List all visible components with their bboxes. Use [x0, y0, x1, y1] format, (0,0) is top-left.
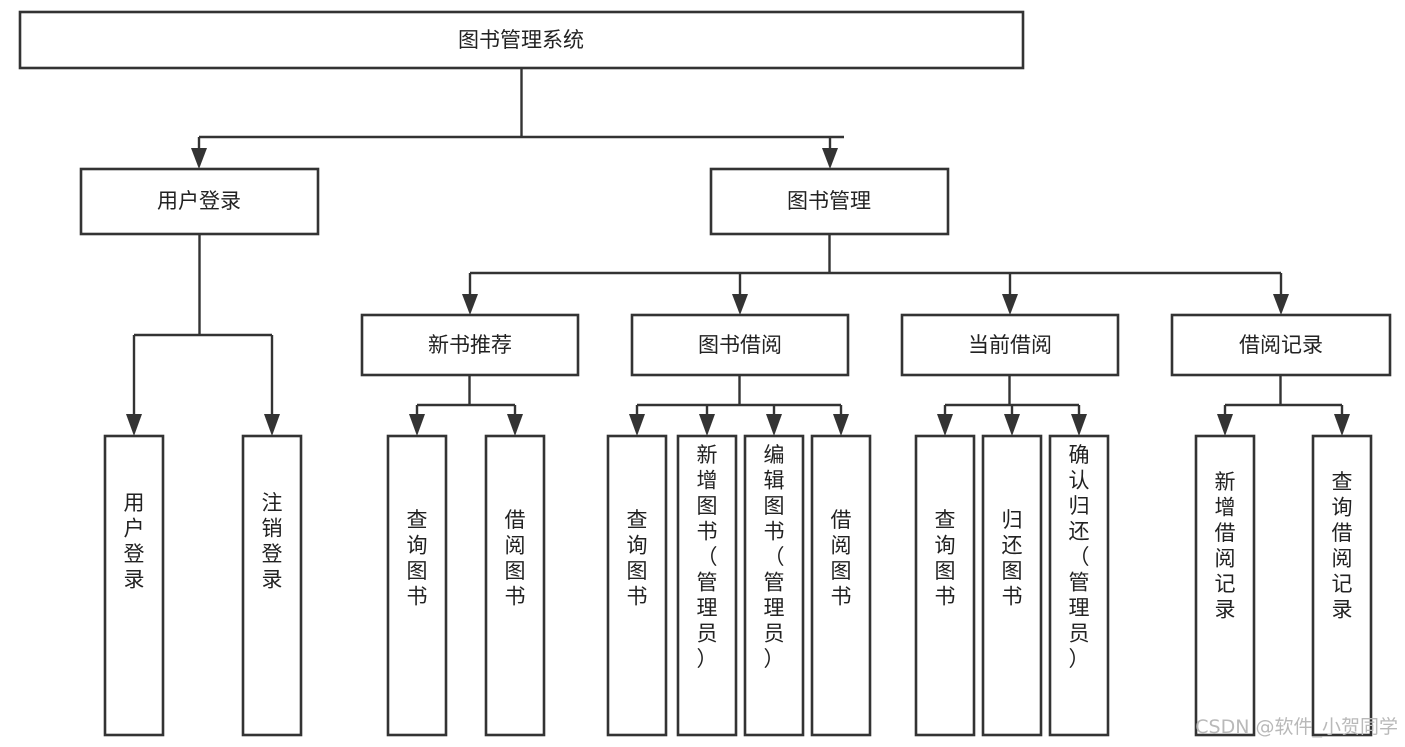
node-current-borrow-box[interactable]: [900, 313, 1120, 377]
arrow-head-book-borrow: [732, 294, 748, 315]
node-user-login-box[interactable]: [79, 167, 320, 236]
leaf-return-book[interactable]: 归还图书: [981, 434, 1043, 737]
leaf-query-book-3-label: 查询图书: [935, 508, 956, 609]
node-borrow-record-label: 借阅记录: [1239, 333, 1323, 357]
leaf-edit-book-box[interactable]: [743, 434, 805, 737]
leaf-borrow-book-1[interactable]: 借阅图书: [484, 434, 546, 737]
leaf-query-book-1-label: 查询图书: [407, 508, 428, 609]
leaf-query-record[interactable]: 查询借阅记录: [1311, 434, 1373, 737]
node-book-manage-box[interactable]: [709, 167, 950, 236]
leaf-add-record-label: 新增借阅记录: [1215, 470, 1236, 622]
csdn-watermark: CSDN @软件_小贺同学: [1195, 716, 1398, 738]
leaf-return-book-box[interactable]: [981, 434, 1043, 737]
node-current-borrow[interactable]: 当前借阅: [900, 313, 1120, 377]
arrow-head-leaf-borrow-book-1: [507, 414, 523, 436]
arrow-head-leaf-borrow-book-2: [833, 414, 849, 436]
node-book-manage-label: 图书管理: [787, 189, 871, 213]
arrow-head-book-manage: [822, 148, 838, 169]
leaf-edit-book-label: 编辑图书（管理员）: [764, 443, 785, 671]
node-book-borrow-label: 图书借阅: [698, 333, 782, 357]
leaf-query-book-1[interactable]: 查询图书: [386, 434, 448, 737]
node-new-book-rec-box[interactable]: [360, 313, 580, 377]
leaf-borrow-book-2[interactable]: 借阅图书: [810, 434, 872, 737]
leaf-borrow-book-2-box[interactable]: [810, 434, 872, 737]
leaf-logout-login-box[interactable]: [241, 434, 303, 737]
leaf-borrow-book-2-label: 借阅图书: [831, 508, 852, 609]
node-root-label: 图书管理系统: [458, 28, 584, 52]
arrow-head-leaf-add-book: [699, 414, 715, 436]
arrow-head-new-book-rec: [462, 294, 478, 315]
leaf-query-record-label: 查询借阅记录: [1332, 470, 1353, 622]
arrow-head-leaf-query-book-1: [409, 414, 425, 436]
node-user-login[interactable]: 用户登录: [79, 167, 320, 236]
arrow-head-leaf-query-record: [1334, 414, 1350, 436]
arrow-head-user-login: [191, 148, 207, 169]
leaf-borrow-book-1-box[interactable]: [484, 434, 546, 737]
leaf-query-book-3[interactable]: 查询图书: [914, 434, 976, 737]
leaf-user-login-label: 用户登录: [124, 491, 145, 592]
node-borrow-record-box[interactable]: [1170, 313, 1392, 377]
leaf-add-book-box[interactable]: [676, 434, 738, 737]
arrow-head-leaf-user-login: [126, 414, 142, 436]
arrow-head-leaf-return-book: [1004, 414, 1020, 436]
leaf-query-record-box[interactable]: [1311, 434, 1373, 737]
node-new-book-rec[interactable]: 新书推荐: [360, 313, 580, 377]
arrow-head-leaf-edit-book: [766, 414, 782, 436]
leaf-user-login-box[interactable]: [103, 434, 165, 737]
arrow-head-borrow-record: [1273, 294, 1289, 315]
node-root[interactable]: 图书管理系统: [18, 10, 1025, 70]
node-book-borrow-box[interactable]: [630, 313, 850, 377]
leaf-add-book-label: 新增图书（管理员）: [697, 443, 718, 671]
leaf-logout-login-label: 注销登录: [262, 491, 283, 592]
leaf-query-book-2[interactable]: 查询图书: [606, 434, 668, 737]
leaf-query-book-3-box[interactable]: [914, 434, 976, 737]
leaf-add-record[interactable]: 新增借阅记录: [1194, 434, 1256, 737]
node-book-borrow[interactable]: 图书借阅: [630, 313, 850, 377]
node-book-manage[interactable]: 图书管理: [709, 167, 950, 236]
node-new-book-rec-label: 新书推荐: [428, 333, 512, 357]
leaf-query-book-2-label: 查询图书: [627, 508, 648, 609]
leaf-user-login[interactable]: 用户登录: [103, 434, 165, 737]
leaf-add-book[interactable]: 新增图书（管理员）: [676, 434, 738, 737]
node-user-login-label: 用户登录: [157, 189, 241, 213]
arrow-head-leaf-query-book-2: [629, 414, 645, 436]
arrow-head-leaf-query-book-3: [937, 414, 953, 436]
leaf-confirm-return-box[interactable]: [1048, 434, 1110, 737]
node-current-borrow-label: 当前借阅: [968, 333, 1052, 357]
leaf-add-record-box[interactable]: [1194, 434, 1256, 737]
leaf-query-book-1-box[interactable]: [386, 434, 448, 737]
node-borrow-record[interactable]: 借阅记录: [1170, 313, 1392, 377]
arrow-head-leaf-add-record: [1217, 414, 1233, 436]
node-root-box[interactable]: [18, 10, 1025, 70]
leaf-borrow-book-1-label: 借阅图书: [505, 508, 526, 609]
leaf-return-book-label: 归还图书: [1002, 508, 1023, 609]
leaf-logout-login[interactable]: 注销登录: [241, 434, 303, 737]
leaf-edit-book[interactable]: 编辑图书（管理员）: [743, 434, 805, 737]
leaf-query-book-2-box[interactable]: [606, 434, 668, 737]
arrow-head-leaf-logout-login: [264, 414, 280, 436]
connector-layer: [126, 68, 1350, 436]
arrow-head-current-borrow: [1002, 294, 1018, 315]
leaf-confirm-return[interactable]: 确认归还（管理员）: [1048, 434, 1110, 737]
arrow-head-leaf-confirm-return: [1071, 414, 1087, 436]
leaf-confirm-return-label: 确认归还（管理员）: [1069, 443, 1090, 671]
